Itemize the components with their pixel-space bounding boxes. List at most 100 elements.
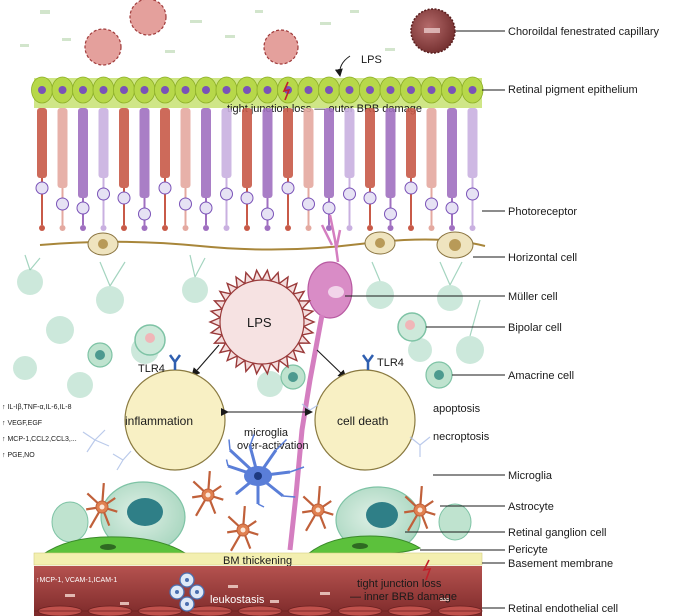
lightning-icon [422,559,432,581]
retinal-vessel [34,566,483,616]
inflammation-label: inflammation [125,414,193,428]
astrocytes [86,470,436,552]
pericytes [40,535,422,558]
rpe-nucleus [58,86,67,94]
apoptosis-label: apoptosis [433,403,481,415]
photoreceptor [221,108,232,178]
photoreceptor [303,108,314,188]
inner-neurons [13,254,484,398]
rpe-nucleus [345,86,354,94]
rpe-nucleus [468,86,477,94]
photoreceptor [426,108,437,188]
label-photoreceptor: Photoreceptor [508,206,577,218]
astrocyte [404,485,436,532]
inner-brb-line2: — inner BRB damage [350,591,457,603]
ganglion-cells [51,481,472,554]
rpe-nucleus [181,86,190,94]
lps-particle [263,29,299,65]
rpe-nucleus [202,86,210,94]
photoreceptor [37,108,47,178]
tlr4-left-label: TLR4 [138,363,165,375]
photoreceptor [385,108,396,198]
photoreceptor [365,108,375,188]
label-choroidal-capillary: Choroildal fenestrated capillary [508,26,660,38]
astrocyte [302,485,334,532]
rpe-layer [31,76,484,108]
photoreceptor [283,108,293,178]
cytokine-item: ↑ VEGF,EGF [2,420,42,427]
basement-membrane [33,552,483,566]
microglia-cell [225,434,305,508]
label-astrocyte: Astrocyte [508,501,554,513]
tlr4-right-label: TLR4 [377,357,404,369]
cytokine-item: ↑ MCP-1,CCL2,CCL3,... [2,436,77,443]
photoreceptor [98,108,109,178]
lightning-icon [282,81,291,101]
cell-death-node: cell death [314,369,416,471]
astrocyte [86,482,118,529]
rpe-nucleus [140,86,149,94]
rpe-nucleus [243,86,251,94]
microglia-activation-line1: microglia [244,427,289,439]
rpe-nucleus [79,86,87,94]
label-bipolar-cell: Bipolar cell [508,322,562,334]
label-ganglion-cell: Retinal ganglion cell [508,527,606,539]
rpe-nucleus [263,86,272,94]
rpe-nucleus [407,86,415,94]
astrocyte [192,470,224,517]
microglia-activation-line2: over-activation [237,440,309,452]
photoreceptor [139,108,150,198]
tlr4-left-receptor [168,354,182,370]
label-horizontal-cell: Horizontal cell [508,252,577,264]
horizontal-cells [87,231,474,259]
photoreceptor [344,108,355,178]
photoreceptor [160,108,170,178]
photoreceptor [57,108,68,188]
astrocyte [227,505,259,552]
lps-particles-top [20,0,395,66]
lps-particle [129,0,167,36]
necroptosis-label: necroptosis [433,431,490,443]
lps-center: LPS [208,268,316,376]
rpe-nucleus [120,86,128,94]
leukostasis-label: leukostasis [210,594,265,606]
inner-brb-line1: tight junction loss [357,578,442,590]
rpe-nucleus [161,86,169,94]
label-rpe: Retinal pigment epithelium [508,84,638,96]
label-endothelial-cell: Retinal endothelial cell [508,603,618,615]
rpe-nucleus [99,86,108,94]
photoreceptor-layer [35,108,479,231]
label-amacrine-cell: Amacrine cell [508,370,574,382]
leukocyte-cluster [169,572,205,612]
photoreceptor [119,108,129,188]
choroidal-capillary [410,8,456,54]
rpe-nucleus [222,86,231,94]
cytokine-list: ↑ IL-Iβ,TNF-α,IL-6,IL-8 ↑ VEGF,EGF ↑ MCP… [2,404,77,459]
label-pericyte: Pericyte [508,544,548,556]
cytokine-item: ↑ IL-Iβ,TNF-α,IL-6,IL-8 [2,404,72,411]
rpe-nucleus [304,86,313,94]
label-microglia: Microglia [508,470,553,482]
rpe-nucleus [386,86,395,94]
photoreceptor [180,108,191,188]
microglia-cells [82,403,431,508]
label-basement-membrane: Basement membrane [508,558,613,570]
lps-top-label: LPS [361,54,382,66]
photoreceptor [467,108,478,178]
photoreceptor [324,108,334,198]
photoreceptor [242,108,252,188]
photoreceptor [447,108,457,198]
lps-particle [84,28,122,66]
adhesion-molecules-label: ↑MCP-1, VCAM-1,ICAM-1 [36,577,117,584]
bm-thickening-label: BM thickening [223,555,292,567]
photoreceptor [406,108,416,178]
photoreceptor [201,108,211,198]
label-muller-cell: Müller cell [508,291,558,303]
rpe-nucleus [427,86,436,94]
muller-cell [287,214,353,551]
rpe-nucleus [448,86,456,94]
photoreceptor [262,108,273,198]
cytokine-item: ↑ PGE,NO [2,452,35,459]
rpe-nucleus [325,86,333,94]
